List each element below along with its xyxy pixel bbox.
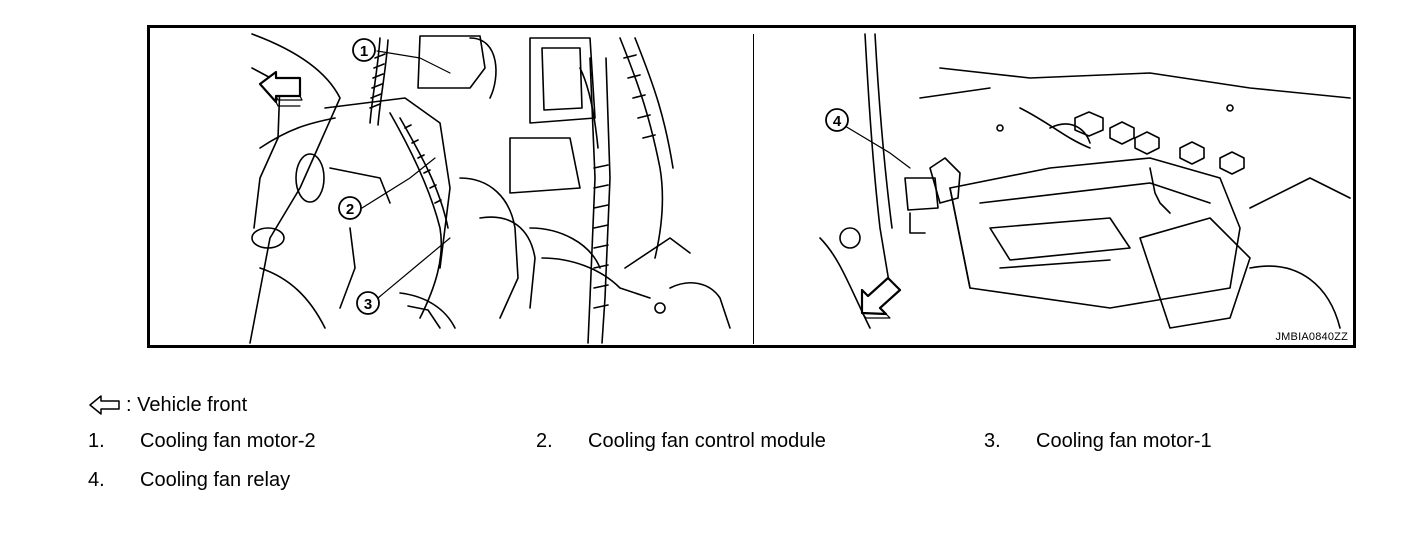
item-number: 4.	[88, 469, 105, 491]
panel-divider	[753, 34, 754, 344]
item-text: Cooling fan motor-2	[140, 430, 316, 452]
hollow-arrow-left-icon	[89, 395, 120, 415]
right-callout-leader	[839, 122, 911, 169]
left-engine-view	[249, 33, 731, 344]
right-engine-view	[819, 33, 1351, 329]
item-text: Cooling fan relay	[140, 469, 291, 491]
left-callout-leaders	[361, 50, 451, 299]
item-text: Cooling fan motor-1	[1036, 430, 1212, 452]
item-number: 2.	[536, 430, 553, 452]
component-location-figure: 1 2 3 4 JMBIA0840ZZ	[147, 25, 1356, 348]
legend-label: : Vehicle front	[126, 393, 248, 416]
vehicle-front-arrow-left	[258, 70, 303, 107]
figure-code: JMBIA0840ZZ	[1275, 331, 1348, 343]
item-text: Cooling fan control module	[588, 430, 826, 452]
item-number: 3.	[984, 430, 1001, 452]
item-number: 1.	[88, 430, 105, 452]
engine-bay-illustration	[249, 33, 1351, 344]
vehicle-front-legend: : Vehicle front	[88, 392, 247, 418]
vehicle-front-arrow-right	[860, 276, 902, 319]
